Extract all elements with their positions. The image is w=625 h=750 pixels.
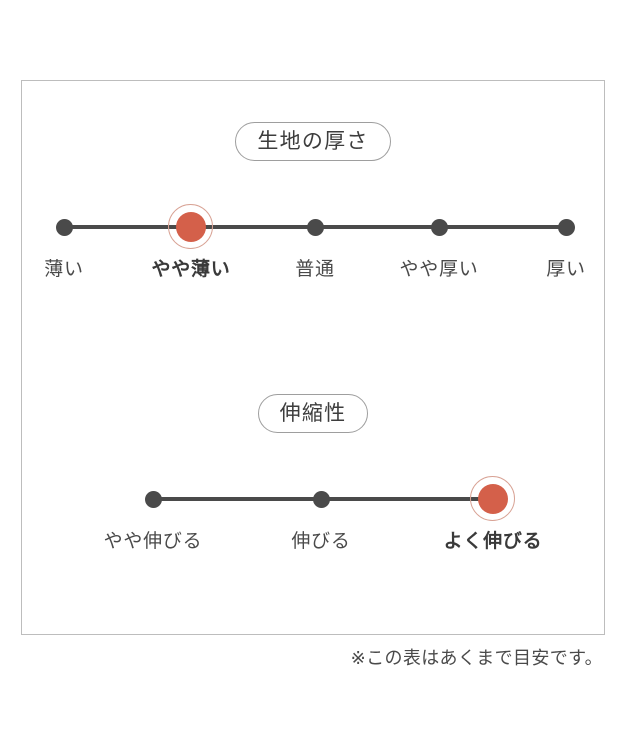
scale-label-thickness-4: 厚い (546, 259, 586, 280)
scale-label-thickness-2: 普通 (295, 259, 335, 280)
scale-label-thickness-1: やや薄い (151, 259, 231, 280)
scale-dot-stretch-1[interactable] (312, 490, 330, 508)
scale-dot-stretch-2[interactable] (469, 475, 515, 521)
scale-label-thickness-0: 薄い (44, 259, 84, 280)
section-header-row-stretch: 伸縮性 (22, 394, 604, 433)
scale-dot-thickness-1[interactable] (167, 203, 213, 249)
section-header-row-thickness: 生地の厚さ (22, 122, 604, 161)
section-title-stretch: 伸縮性 (257, 394, 369, 433)
scale-label-stretch-1: 伸びる (291, 531, 351, 552)
section-title-thickness: 生地の厚さ (235, 122, 391, 161)
scale-labels-stretch: やや伸びる 伸びる よく伸びる (22, 529, 604, 559)
scale-section-stretch: 伸縮性 やや伸びる 伸びる よく伸びる (22, 394, 604, 559)
scale-dot-thickness-4[interactable] (557, 218, 575, 236)
footnote-disclaimer: ※この表はあくまで目安です。 (350, 648, 603, 668)
scale-label-thickness-3: やや厚い (399, 259, 479, 280)
scale-section-thickness: 生地の厚さ 薄い やや薄い 普通 やや厚い 厚い (22, 122, 604, 287)
scale-label-stretch-2: よく伸びる (443, 531, 543, 552)
scale-label-stretch-0: やや伸びる (103, 531, 203, 552)
fabric-spec-card: 生地の厚さ 薄い やや薄い 普通 やや厚い 厚い 伸縮性 (21, 80, 605, 635)
scale-dot-thickness-3[interactable] (430, 218, 448, 236)
scale-labels-thickness: 薄い やや薄い 普通 やや厚い 厚い (22, 257, 604, 287)
scale-dot-thickness-2[interactable] (306, 218, 324, 236)
scale-track-stretch (22, 469, 604, 529)
scale-track-thickness (22, 197, 604, 257)
scale-dot-thickness-0[interactable] (55, 218, 73, 236)
scale-dot-stretch-0[interactable] (144, 490, 162, 508)
